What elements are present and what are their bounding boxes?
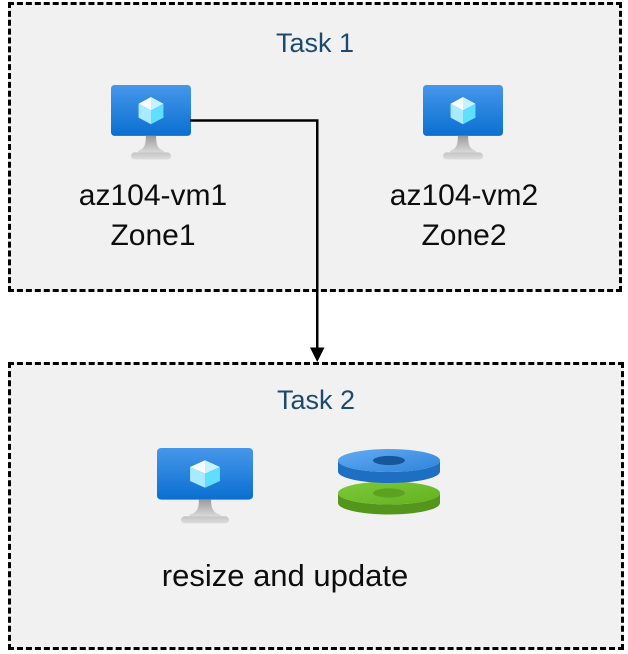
virtual-machine-icon <box>423 85 503 160</box>
task2-title: Task 2 <box>276 385 356 415</box>
vm2-name: az104-vm2 <box>389 179 539 212</box>
virtual-machine-icon <box>157 448 253 524</box>
task2-caption: resize and update <box>161 558 409 593</box>
vm2-zone: Zone2 <box>421 219 507 252</box>
vm1-zone: Zone1 <box>110 219 196 252</box>
vm1-label: az104-vm1 Zone1 <box>79 176 227 256</box>
managed-disks-icon <box>338 448 440 516</box>
task1-title: Task 1 <box>275 28 355 58</box>
vm1-name: az104-vm1 <box>78 179 228 212</box>
task1-group-box <box>8 2 622 292</box>
task2-group-box <box>8 362 624 650</box>
arrowhead-icon <box>310 347 325 362</box>
vm2-label: az104-vm2 Zone2 <box>390 176 538 256</box>
virtual-machine-icon <box>111 85 191 160</box>
